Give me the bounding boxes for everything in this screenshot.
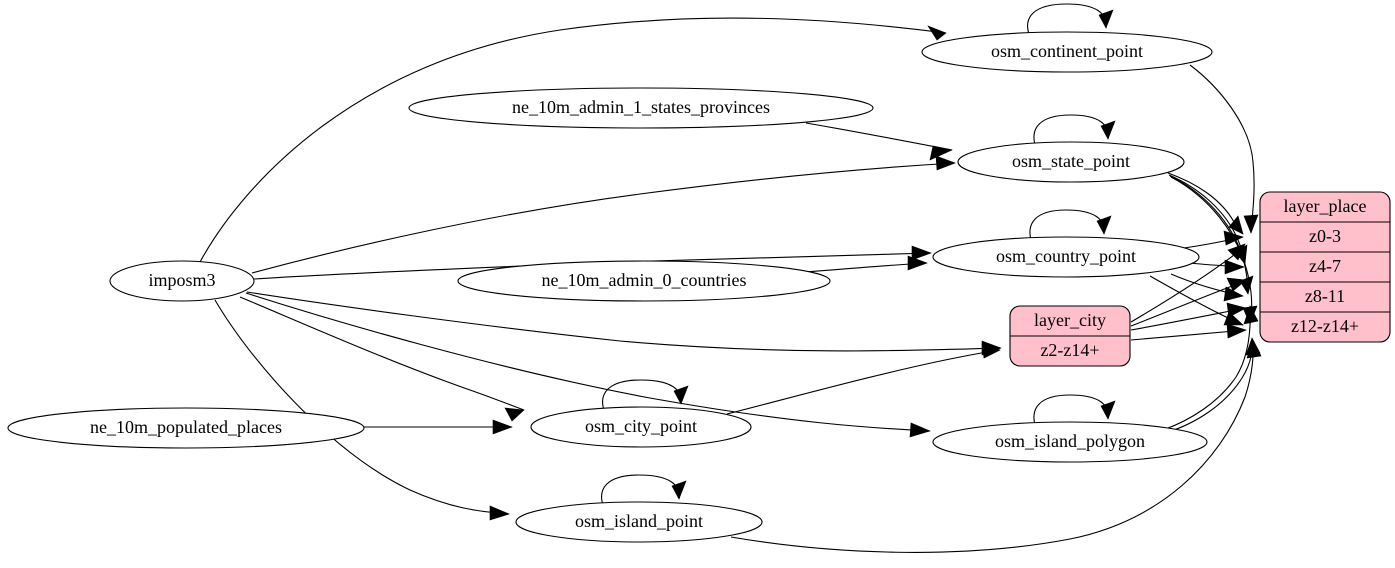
edge-self-loop-osm_city_point: [602, 379, 689, 414]
edge-layer_city-to-layer_place-z12-z14+: [1130, 323, 1247, 341]
edge-self-loop-osm_island_polygon: [1033, 394, 1116, 429]
node-ne_10m_populated_places[interactable]: ne_10m_populated_places: [7, 407, 365, 449]
edge-osm_country_point-to-layer_place-z0-3: [1183, 230, 1244, 249]
edge-self-loop-osm_state_point: [1033, 114, 1116, 149]
edge-osm_state_point-to-layer_place-z8-11: [1169, 175, 1254, 295]
edge-self-loop-osm_country_point: [1029, 209, 1112, 244]
edge-self-loop-osm_island_point: [601, 474, 687, 509]
edge-imposm3-to-osm_island_polygon: [245, 292, 931, 438]
edge-ne_admin_0-to-osm_country_point: [805, 255, 928, 273]
node-ne_10m_admin_0_countries[interactable]: ne_10m_admin_0_countries: [457, 260, 831, 302]
node-osm_city_point[interactable]: osm_city_point: [530, 406, 752, 448]
edge-imposm3-to-osm_city_point: [239, 296, 525, 422]
edge-ne_populated_places-to-osm_city_point: [364, 419, 513, 435]
node-osm_country_point[interactable]: osm_country_point: [932, 236, 1200, 278]
node-ne_10m_admin_1_states_provinces[interactable]: ne_10m_admin_1_states_provinces: [408, 87, 874, 129]
node-layer_city[interactable]: layer_city z2-z14+: [1009, 305, 1131, 367]
edge-osm_continent_point-to-layer_place-z0-3: [1189, 64, 1259, 234]
node-imposm3[interactable]: imposm3: [109, 260, 255, 302]
node-osm_state_point[interactable]: osm_state_point: [957, 141, 1185, 183]
edge-osm_state_point-to-layer_place-z0-3: [1167, 172, 1244, 235]
edge-layer_city-to-layer_place-z0-3: [1130, 243, 1246, 323]
edge-layer_city-to-layer_place-z8-11: [1130, 302, 1247, 331]
node-layer: imposm3 ne_10m_admin_1_states_provinces …: [7, 31, 1391, 543]
edge-imposm3-to-layer_city: [246, 291, 1002, 356]
edge-osm_country_point-to-layer_place-z8-11: [1170, 273, 1244, 302]
node-osm_island_polygon[interactable]: osm_island_polygon: [932, 421, 1208, 463]
node-osm_continent_point[interactable]: osm_continent_point: [921, 31, 1213, 73]
edge-layer_city-to-layer_place-z4-7: [1130, 277, 1247, 327]
edge-osm_island_point-to-layer_place-z12-z14+: [730, 339, 1262, 553]
edge-ne_admin_1-to-osm_state_point: [805, 122, 953, 161]
edge-osm_country_point-to-layer_place-z4-7: [1189, 259, 1245, 275]
edge-osm_city_point-to-layer_city: [726, 343, 1001, 415]
edge-osm_island_polygon-to-layer_place-z8-11: [1162, 305, 1259, 431]
edge-layer: [199, 3, 1262, 553]
node-osm_island_point[interactable]: osm_island_point: [515, 501, 763, 543]
edge-self-loop-osm_continent_point: [1027, 3, 1114, 38]
edge-imposm3-to-osm_state_point: [251, 155, 956, 274]
edge-imposm3-to-osm_continent_point: [199, 17, 947, 263]
edge-imposm3-to-osm_island_point: [214, 299, 510, 521]
node-layer_place[interactable]: layer_place z0-3 z4-7 z8-11 z12-z14+: [1259, 191, 1391, 343]
